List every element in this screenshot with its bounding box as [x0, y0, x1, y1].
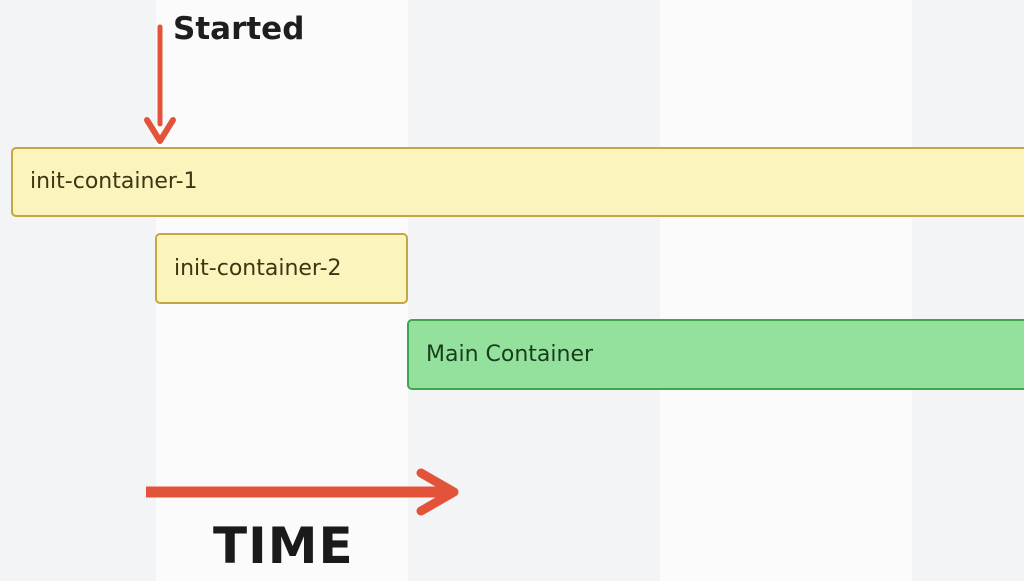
init-container-1-bar: init-container-1: [11, 147, 1024, 217]
time-arrow: [146, 468, 459, 516]
main-container-bar: Main Container: [407, 319, 1024, 390]
column-stripe: [0, 0, 156, 581]
container-label: Main Container: [426, 341, 594, 367]
container-label: init-container-1: [30, 169, 198, 194]
column-stripe: [912, 0, 1024, 581]
started-arrow: [144, 24, 176, 144]
column-stripe: [408, 0, 660, 581]
started-label: Started: [173, 11, 305, 47]
column-stripe: [660, 0, 912, 581]
container-label: init-container-2: [174, 255, 342, 281]
init-container-2-bar: init-container-2: [155, 233, 408, 304]
time-axis-label: TIME: [213, 517, 354, 575]
